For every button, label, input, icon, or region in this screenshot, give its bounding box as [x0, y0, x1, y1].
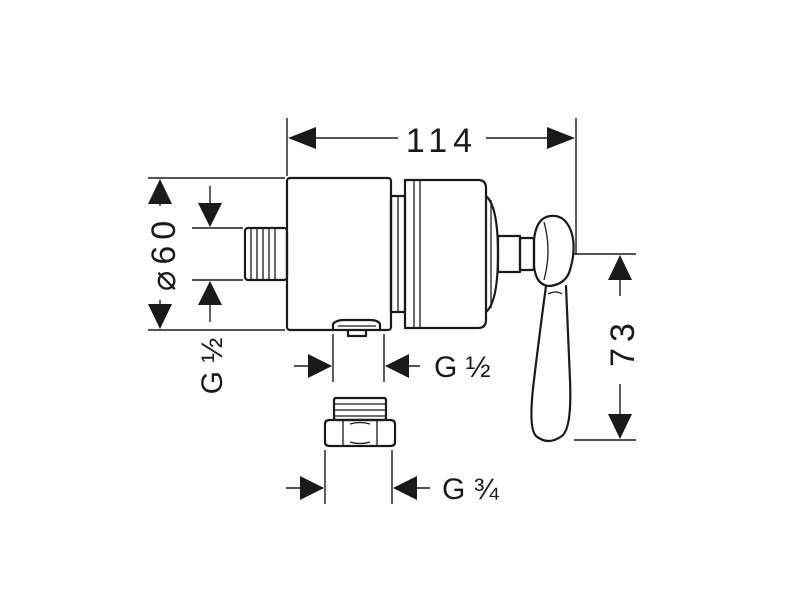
valve-body — [243, 176, 575, 443]
dimension-lever-height: 73 — [574, 253, 642, 441]
arrow-down — [198, 203, 222, 227]
arrow-right — [300, 476, 324, 500]
dimension-inlet-thread: G ½ — [192, 186, 243, 394]
outlet-thread-label: G ½ — [434, 351, 491, 384]
arrow-left — [385, 354, 409, 378]
lever-height-label: 73 — [604, 317, 642, 367]
adapter-thread-label: G ¾ — [442, 473, 500, 506]
arrow-right — [308, 354, 332, 378]
arrow-down — [608, 414, 632, 439]
inlet-thread-lines — [250, 229, 276, 279]
dimension-outlet-thread: G ½ — [294, 334, 491, 384]
dimension-adapter-thread: G ¾ — [286, 450, 500, 506]
inlet-thread-label: G ½ — [196, 338, 229, 395]
arrow-down — [148, 304, 172, 329]
width-label: 114 — [406, 122, 478, 160]
arrow-left — [288, 127, 316, 149]
arrow-up — [608, 255, 632, 280]
arrow-up — [148, 179, 172, 204]
dimension-width: 114 — [286, 118, 577, 254]
arrow-up — [198, 281, 222, 305]
arrow-right — [547, 127, 575, 149]
arrow-left — [393, 476, 417, 500]
dimension-diameter: ⌀60 — [145, 177, 285, 331]
diameter-label: ⌀60 — [145, 215, 183, 291]
adapter-fitting — [323, 396, 397, 448]
